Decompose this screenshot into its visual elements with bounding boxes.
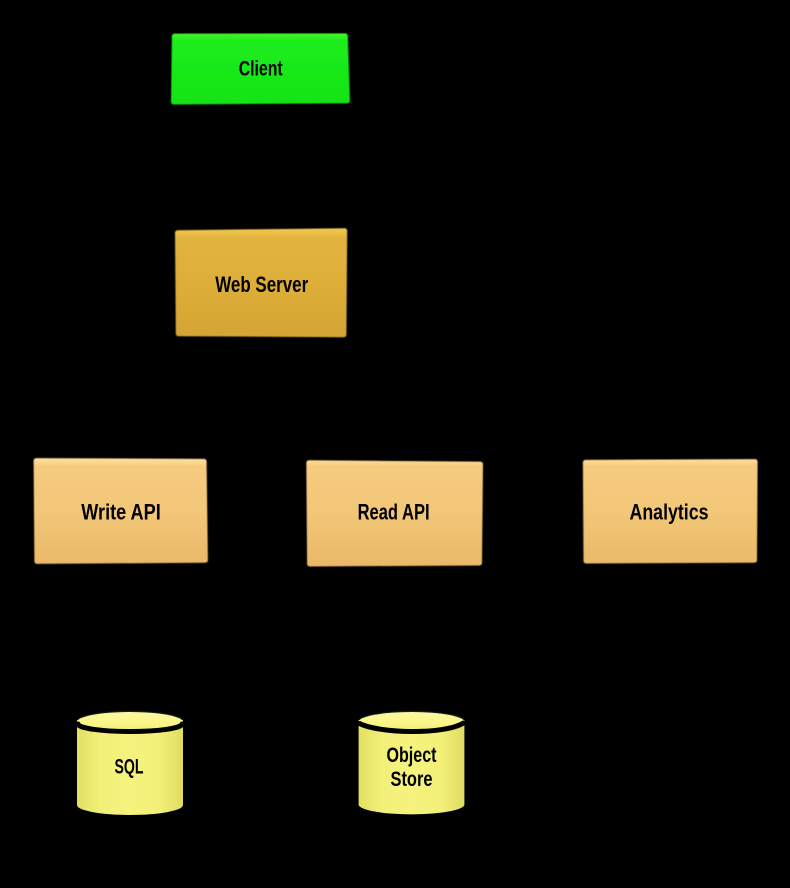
- svg-text:Web Server: Web Server: [215, 272, 308, 297]
- svg-text:Client: Client: [239, 57, 283, 80]
- svg-text:Read API: Read API: [358, 500, 430, 525]
- svg-text:Analytics: Analytics: [630, 500, 709, 525]
- svg-text:Write API: Write API: [81, 500, 161, 525]
- svg-text:SQL: SQL: [115, 756, 144, 779]
- svg-text:Object: Object: [387, 744, 437, 767]
- svg-text:Store: Store: [391, 768, 433, 791]
